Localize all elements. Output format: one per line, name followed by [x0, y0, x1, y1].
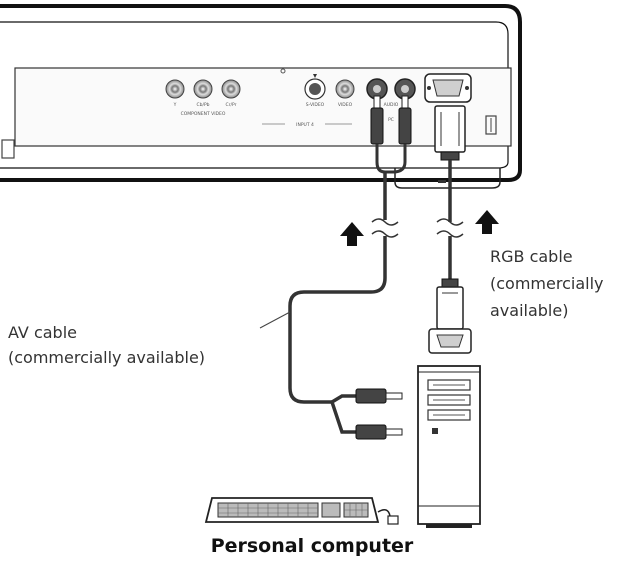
rgb-pc-connector-neck	[441, 278, 459, 288]
arrow-up-av	[340, 222, 364, 246]
av-plug-right-body	[398, 107, 412, 145]
av-cable-split	[375, 144, 407, 174]
av-pc-plug-bottom-tip	[385, 428, 403, 436]
rgb-cable-label: RGB cable (commercially available)	[490, 247, 603, 320]
label-input4: INPUT 4	[296, 122, 314, 128]
bracket-left	[1, 139, 15, 159]
rgb-tv-connector-body	[434, 105, 466, 153]
input4-jacks: S-VIDEO VIDEO AUDIO INPUT 4 PC	[262, 74, 416, 128]
component-video-jacks: Y Cb/Pb Cr/Pr COMPONENT VIDEO	[165, 79, 241, 117]
d-sub-screw-left	[427, 86, 431, 90]
av-cable-pc-split	[330, 394, 356, 434]
s-video-marker	[313, 74, 317, 78]
s-video-jack-inner	[309, 83, 321, 95]
label-video: VIDEO	[338, 102, 353, 108]
label-jack-y: Y	[173, 102, 177, 108]
label-component-video: COMPONENT VIDEO	[181, 111, 226, 117]
keyboard-arrow-keys	[321, 502, 341, 518]
jack-y	[165, 79, 185, 99]
av-pc-plug-bottom-body	[355, 424, 387, 440]
av-pc-plug-top-tip	[385, 392, 403, 400]
pc-rgb-input	[424, 73, 497, 135]
keyboard-key-rows	[218, 503, 318, 517]
rgb-cable-label-line-2: (commercially	[490, 274, 603, 293]
display-unit: Y Cb/Pb Cr/Pr COMPONENT VIDEO S-VIDEO VI…	[0, 3, 522, 189]
av-cable-label: AV cable (commercially available)	[8, 323, 205, 367]
side-slot	[485, 115, 497, 135]
personal-computer-caption: Personal computer	[211, 535, 414, 557]
keyboard-plug	[387, 515, 399, 525]
tower-foot	[426, 524, 472, 528]
label-jack-cb: Cb/Pb	[196, 102, 209, 108]
arrow-up-rgb	[475, 210, 499, 234]
label-jack-cr: Cr/Pr	[226, 102, 237, 108]
rgb-pc-connector-pins	[436, 334, 464, 348]
keyboard	[204, 497, 399, 525]
video-jack	[335, 79, 355, 99]
rgb-cable-label-line-1: RGB cable	[490, 247, 573, 266]
av-cable-label-line-1: AV cable	[8, 323, 77, 342]
rgb-cable	[428, 105, 472, 354]
rgb-cable-break	[436, 218, 464, 238]
jack-cb	[193, 79, 213, 99]
label-s-video: S-VIDEO	[306, 102, 325, 108]
av-pc-plug-top-body	[355, 388, 387, 404]
rgb-tv-connector-neck	[440, 151, 460, 161]
audio-jack-left-core	[373, 85, 381, 93]
av-cable	[288, 95, 412, 440]
tower-body	[417, 365, 481, 525]
av-plug-left-body	[370, 107, 384, 145]
av-cable-run	[288, 172, 387, 404]
av-cable-label-line-2: (commercially available)	[8, 348, 205, 367]
keyboard-numpad-grid	[344, 503, 368, 517]
stand-foot	[394, 168, 501, 189]
jack-cr	[221, 79, 241, 99]
label-pc: PC	[388, 117, 394, 123]
panel-screw	[280, 68, 286, 74]
d-sub-port	[432, 79, 464, 97]
rgb-cable-label-line-3: available)	[490, 301, 568, 320]
label-audio: AUDIO	[384, 102, 399, 108]
av-cable-leader	[259, 311, 291, 329]
pc-tower	[417, 365, 481, 528]
power-button	[432, 428, 438, 434]
audio-jack-right-core	[401, 85, 409, 93]
stand-mark	[438, 180, 446, 183]
av-cable-break	[371, 218, 399, 238]
d-sub-screw-right	[465, 86, 469, 90]
